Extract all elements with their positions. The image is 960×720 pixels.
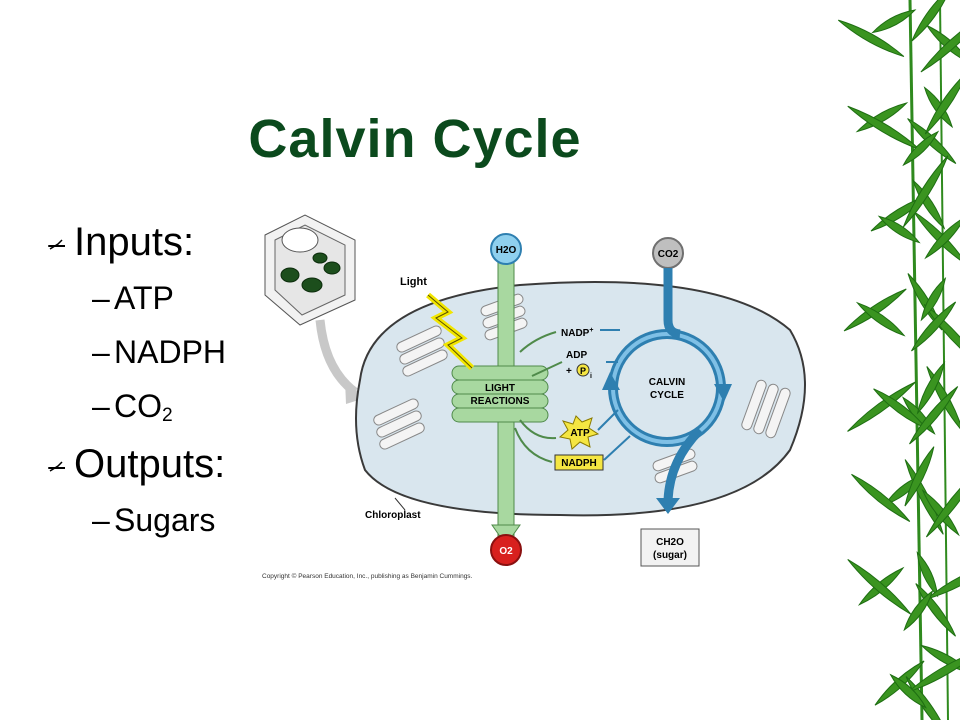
sugar-box <box>640 528 700 567</box>
bullet-icon <box>48 461 65 473</box>
input-item-subscript: 2 <box>162 405 173 426</box>
bamboo-leaf <box>907 273 943 331</box>
chloroplast-outline <box>355 281 806 517</box>
bamboo-leaf <box>909 386 959 445</box>
inputs-heading: Inputs: <box>74 220 195 264</box>
o2-label: O2 <box>499 546 513 557</box>
bamboo-leaf <box>847 105 921 150</box>
atp-label: ATP <box>570 428 590 439</box>
bamboo-leaf <box>902 130 940 167</box>
bamboo-leaf <box>916 361 946 415</box>
bullet-icon <box>48 239 65 251</box>
bamboo-leaf <box>855 102 909 133</box>
bamboo-leaf <box>907 649 960 693</box>
light-reactions-label-1: LIGHT <box>485 383 515 394</box>
zoom-arrow <box>315 319 358 396</box>
sugar-label: (sugar) <box>653 550 687 561</box>
outputs-bullet: Outputs: <box>46 442 225 487</box>
pi-subscript: i <box>590 373 592 380</box>
o2-circle <box>490 534 522 566</box>
input-item-atp: –ATP <box>92 280 174 316</box>
calvin-cycle-label-1: CALVIN <box>649 377 685 388</box>
output-item-label: Sugars <box>114 502 216 538</box>
bamboo-leaf <box>847 381 916 432</box>
bamboo-leaf <box>873 388 927 429</box>
calvin-cycle-label-2: CYCLE <box>650 390 684 401</box>
phosphate-circle <box>576 363 590 377</box>
bamboo-decoration <box>837 0 960 720</box>
bamboo-leaf <box>904 446 935 507</box>
bamboo-leaf <box>920 644 960 675</box>
chloroplast-label: Chloroplast <box>365 510 421 521</box>
bamboo-leaf <box>851 473 911 522</box>
bamboo-leaf <box>920 277 947 322</box>
output-item-sugars: –Sugars <box>92 502 216 538</box>
bamboo-leaf <box>911 301 957 352</box>
bamboo-leaf <box>924 71 960 135</box>
bamboo-leaf <box>925 470 960 538</box>
input-item-label: CO <box>114 388 162 424</box>
input-item-nadph: –NADPH <box>92 334 227 370</box>
bamboo-leaf <box>843 288 907 332</box>
bamboo-leaf <box>837 19 905 57</box>
inputs-bullet: Inputs: <box>46 220 194 265</box>
slide-title: Calvin Cycle <box>248 109 582 169</box>
nadph-box <box>554 454 604 471</box>
bamboo-leaf <box>877 215 921 244</box>
bamboo-leaf <box>920 15 960 73</box>
copyright-text: Copyright © Pearson Education, Inc., pub… <box>262 572 473 580</box>
light-reactions-label-2: REACTIONS <box>471 396 530 407</box>
adp-label: ADP <box>566 350 587 361</box>
input-item-label: ATP <box>114 280 174 316</box>
input-item-co2: –CO2 <box>92 388 173 426</box>
bamboo-leaf <box>924 215 960 260</box>
bamboo-leaf <box>902 155 949 228</box>
plant-cell-thumbnail <box>264 214 356 326</box>
atp-star <box>558 415 600 450</box>
sugar-formula: CH2O <box>656 537 684 548</box>
bamboo-leaf <box>889 673 927 709</box>
p-label: P <box>580 366 586 376</box>
bamboo-leaf <box>903 589 934 632</box>
bamboo-leaf <box>847 558 912 615</box>
input-item-label: NADPH <box>114 334 227 370</box>
co2-label: CO2 <box>658 249 679 260</box>
h2o-circle <box>490 233 522 265</box>
outputs-heading: Outputs: <box>74 442 226 486</box>
light-label: Light <box>400 276 427 288</box>
bamboo-leaf <box>855 301 906 337</box>
bamboo-leaf <box>911 0 952 42</box>
light-reactions-stack: LIGHT REACTIONS <box>451 365 549 423</box>
nadp-label: NADP+ <box>561 327 593 339</box>
plus-label: + <box>566 366 572 377</box>
h2o-label: H2O <box>496 245 517 256</box>
chloroplast-diagram: LIGHT REACTIONS H2O O2 Light CO2 CALVIN … <box>262 214 806 580</box>
bamboo-leaf <box>871 9 917 34</box>
nadph-label: NADPH <box>561 458 597 469</box>
